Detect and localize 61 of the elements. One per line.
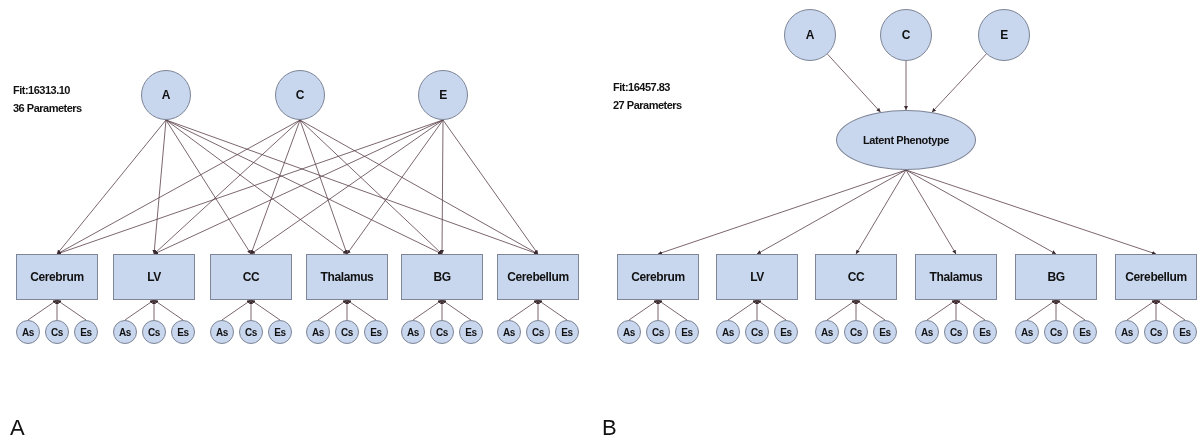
latent-factor-circle: E — [418, 70, 468, 120]
specific-factor-circle: As — [1015, 320, 1039, 344]
latent-factor-circle: C — [880, 9, 932, 61]
fit-statistic-note: Fit:16457.83 — [613, 80, 670, 95]
specific-factor-circle: Cs — [646, 320, 670, 344]
specific-factor-circle: Es — [555, 320, 579, 344]
specific-factor-circle: As — [915, 320, 939, 344]
specific-factor-circle: Cs — [745, 320, 769, 344]
latent-factor-circle: A — [141, 70, 191, 120]
specific-factor-circle: As — [716, 320, 740, 344]
latent-factor-circle: A — [784, 9, 836, 61]
specific-factor-circle: Es — [675, 320, 699, 344]
measure-box: Cerebellum — [497, 254, 579, 300]
specific-factor-circle: Es — [873, 320, 897, 344]
specific-factor-circle: Cs — [844, 320, 868, 344]
fit-statistic-note: 36 Parameters — [13, 101, 82, 116]
specific-factor-circle: As — [306, 320, 330, 344]
specific-factor-circle: As — [113, 320, 137, 344]
measure-box: Thalamus — [915, 254, 997, 300]
specific-factor-circle: Cs — [430, 320, 454, 344]
measure-box: Thalamus — [306, 254, 388, 300]
measure-box: CC — [815, 254, 897, 300]
measure-box: Cerebrum — [617, 254, 699, 300]
specific-factor-circle: Cs — [1144, 320, 1168, 344]
measure-box: Cerebrum — [16, 254, 98, 300]
latent-factor-circle: E — [978, 9, 1030, 61]
specific-factor-circle: As — [617, 320, 641, 344]
fit-statistic-note: Fit:16313.10 — [13, 83, 70, 98]
specific-factor-circle: As — [497, 320, 521, 344]
specific-factor-circle: Cs — [45, 320, 69, 344]
specific-factor-circle: Es — [268, 320, 292, 344]
latent-phenotype-ellipse: Latent Phenotype — [836, 110, 976, 170]
measure-box: BG — [401, 254, 483, 300]
latent-factor-circle: C — [275, 70, 325, 120]
specific-factor-circle: Es — [1173, 320, 1197, 344]
specific-factor-circle: As — [210, 320, 234, 344]
measure-box: BG — [1015, 254, 1097, 300]
specific-factor-circle: Cs — [142, 320, 166, 344]
specific-factor-circle: Es — [774, 320, 798, 344]
specific-factor-circle: Cs — [944, 320, 968, 344]
specific-factor-circle: Cs — [239, 320, 263, 344]
measure-box: Cerebellum — [1115, 254, 1197, 300]
measure-box: CC — [210, 254, 292, 300]
specific-factor-circle: Es — [973, 320, 997, 344]
panel-label: B — [602, 415, 617, 441]
specific-factor-circle: As — [1115, 320, 1139, 344]
measure-box: LV — [113, 254, 195, 300]
measure-box: LV — [716, 254, 798, 300]
fit-statistic-note: 27 Parameters — [613, 98, 682, 113]
specific-factor-circle: Cs — [335, 320, 359, 344]
specific-factor-circle: Es — [74, 320, 98, 344]
specific-factor-circle: As — [16, 320, 40, 344]
specific-factor-circle: Es — [1073, 320, 1097, 344]
specific-factor-circle: As — [401, 320, 425, 344]
panel-label: A — [10, 415, 25, 441]
specific-factor-circle: Cs — [1044, 320, 1068, 344]
specific-factor-circle: Es — [364, 320, 388, 344]
specific-factor-circle: Cs — [526, 320, 550, 344]
specific-factor-circle: Es — [171, 320, 195, 344]
specific-factor-circle: Es — [459, 320, 483, 344]
specific-factor-circle: As — [815, 320, 839, 344]
